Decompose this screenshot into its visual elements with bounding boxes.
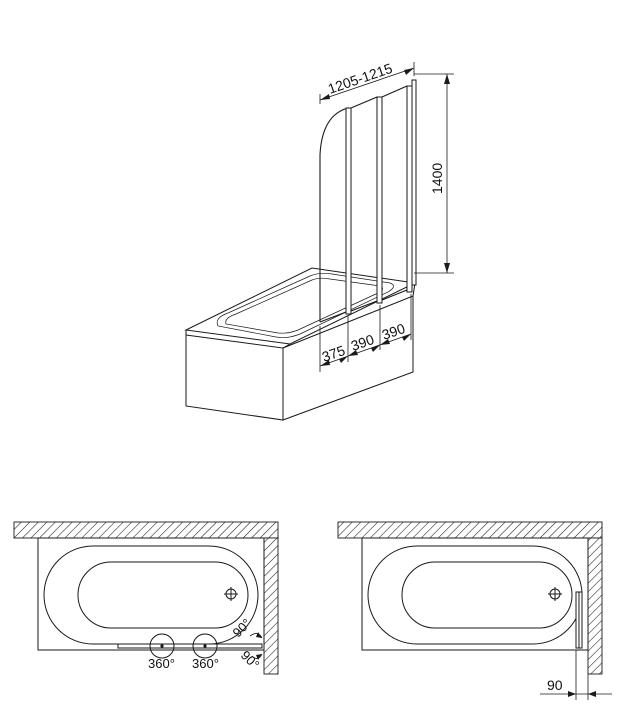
panel-profile-3 <box>406 85 413 293</box>
bathtub-front-panel <box>185 334 284 421</box>
panel-2-label: 390 <box>349 331 376 354</box>
rotation-circle-left <box>149 633 175 659</box>
plan-view-open: 360° 360° 90° 90° <box>13 521 279 675</box>
panel-1-label: 375 <box>320 342 347 365</box>
gap-arrow-left <box>568 691 576 697</box>
panel-arrow-2 <box>339 356 348 363</box>
panel-dimension-line <box>319 333 412 367</box>
wall-right-right-plan <box>587 537 603 675</box>
bathtub-basin <box>216 272 394 338</box>
glass-top-edge-3 <box>381 85 408 98</box>
height-arrow-bottom <box>444 263 450 273</box>
glass-bottom-edge-3 <box>381 289 408 301</box>
fold-label-lower: 90° <box>238 648 263 673</box>
rim-edge-front <box>282 343 291 349</box>
tub-basin-inner-left <box>77 561 249 629</box>
wall-profile <box>411 79 417 286</box>
isometric-view: 1205-1215 1400 375 390 390 <box>184 60 454 421</box>
tub-outline-right <box>361 537 589 651</box>
rotation-label-right: 360° <box>192 656 219 671</box>
panel-3-label: 390 <box>380 320 407 343</box>
panel-arrow-6 <box>402 334 411 341</box>
glass-bottom-edge-2 <box>350 300 378 312</box>
width-dimension-line <box>319 67 415 101</box>
wall-top-right-plan <box>337 521 603 539</box>
gap-label: 90 <box>547 677 563 693</box>
glass-bottom-edge-1 <box>319 311 347 323</box>
rotation-circle-right <box>192 633 218 659</box>
panel-profile-1 <box>345 107 352 315</box>
fold-arrow-lower <box>256 654 262 660</box>
fold-arrow-upper <box>256 632 262 638</box>
glass-top-edge-2 <box>350 96 378 109</box>
panel-arrow-4 <box>371 345 380 352</box>
height-arrow-top <box>444 74 450 84</box>
pivot-dot-left <box>160 644 164 648</box>
width-range-label: 1205-1215 <box>326 60 395 97</box>
fold-label-upper: 90° <box>230 616 255 641</box>
rotation-label-left: 360° <box>148 656 175 671</box>
panel-arrow-5 <box>380 339 390 345</box>
pivot-dot-right <box>203 644 207 648</box>
panel-profile-2 <box>376 96 383 304</box>
tub-basin-inner-right <box>401 561 573 629</box>
height-label: 1400 <box>429 163 445 194</box>
fold-arc-upper <box>249 633 263 639</box>
wall-right-left-plan <box>263 537 279 675</box>
plan-view-closed: 90 <box>337 521 612 700</box>
width-arrow-right <box>404 68 414 75</box>
wall-top-left-plan <box>13 521 279 539</box>
screen-plan-open <box>117 643 263 649</box>
panel-arrow-3 <box>348 350 358 356</box>
panel-arrow-1 <box>320 360 330 366</box>
gap-arrow-right <box>588 691 596 697</box>
width-arrow-left <box>320 94 330 100</box>
